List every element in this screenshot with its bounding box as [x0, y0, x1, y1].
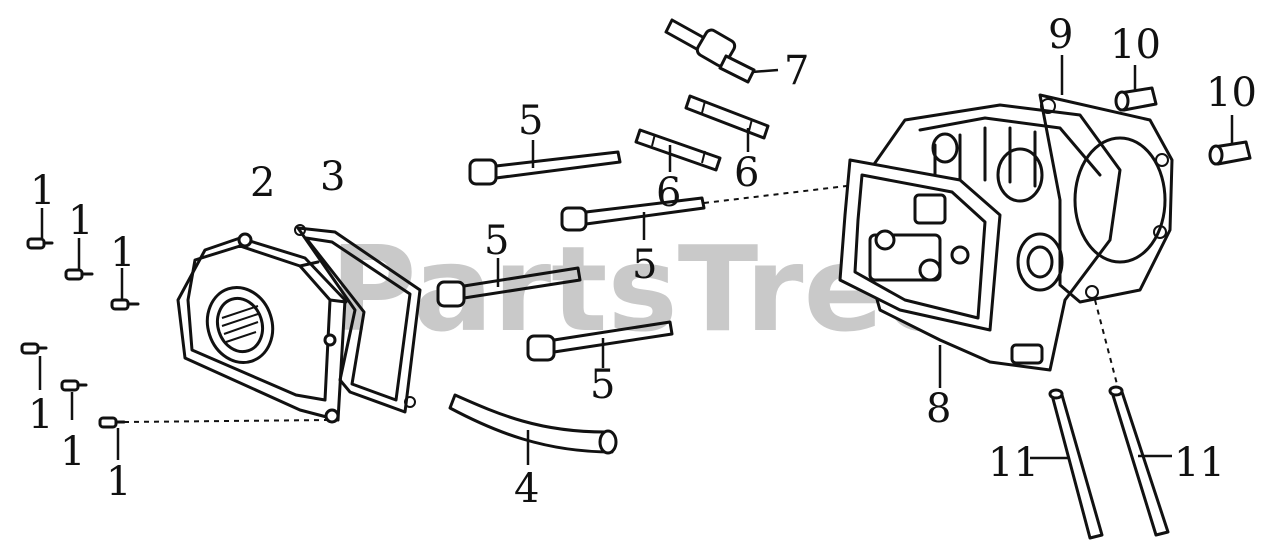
callout-1a: 1	[30, 168, 55, 214]
push-rod-11a	[1048, 388, 1104, 540]
bolt-1a	[26, 237, 54, 250]
bolt-1b	[64, 268, 94, 281]
dowel-pin-10b	[1208, 140, 1252, 166]
bolt-5c	[436, 266, 582, 308]
callout-5a: 5	[518, 98, 543, 144]
callout-8: 8	[926, 386, 951, 432]
bolt-1c	[110, 298, 140, 311]
callout-1e: 1	[60, 429, 85, 475]
callout-11a: 11	[988, 440, 1039, 486]
callout-3: 3	[320, 154, 345, 200]
callout-5d: 5	[590, 362, 615, 408]
part-7-spark-plug	[664, 18, 779, 84]
callout-5c: 5	[484, 218, 509, 264]
bolt-5d	[526, 320, 674, 362]
dowel-pin-10a	[1114, 86, 1158, 112]
bolt-1d	[20, 342, 48, 355]
push-rod-11b	[1108, 385, 1170, 537]
callout-1c: 1	[110, 230, 135, 276]
bolt-5b	[560, 196, 706, 232]
part-2-valve-cover	[176, 232, 348, 424]
callout-5b: 5	[632, 242, 657, 288]
callout-1d: 1	[28, 392, 53, 438]
callout-10b: 10	[1206, 70, 1257, 116]
callout-9: 9	[1048, 12, 1073, 58]
callout-11b: 11	[1174, 440, 1225, 486]
callout-10a: 10	[1110, 22, 1161, 68]
callout-6a: 6	[656, 170, 681, 216]
callout-6b: 6	[734, 150, 759, 196]
part-9-head-gasket	[1038, 55, 1174, 389]
bolt-1e	[60, 379, 88, 392]
part-1-bolts	[20, 208, 331, 460]
callout-1b: 1	[68, 198, 93, 244]
callout-4: 4	[514, 466, 539, 512]
callout-1f: 1	[106, 459, 131, 505]
bolt-1f	[98, 416, 126, 429]
part-10-dowel-pins	[1114, 65, 1252, 166]
part-4-breather-tube	[448, 393, 618, 465]
callout-7: 7	[784, 48, 809, 94]
part-5-head-bolts	[436, 140, 881, 368]
part-3-gasket	[294, 224, 422, 414]
bolt-5a	[468, 150, 622, 186]
callout-2: 2	[250, 160, 275, 206]
part-11-push-rods	[1030, 385, 1172, 540]
part-6-studs	[634, 94, 770, 172]
